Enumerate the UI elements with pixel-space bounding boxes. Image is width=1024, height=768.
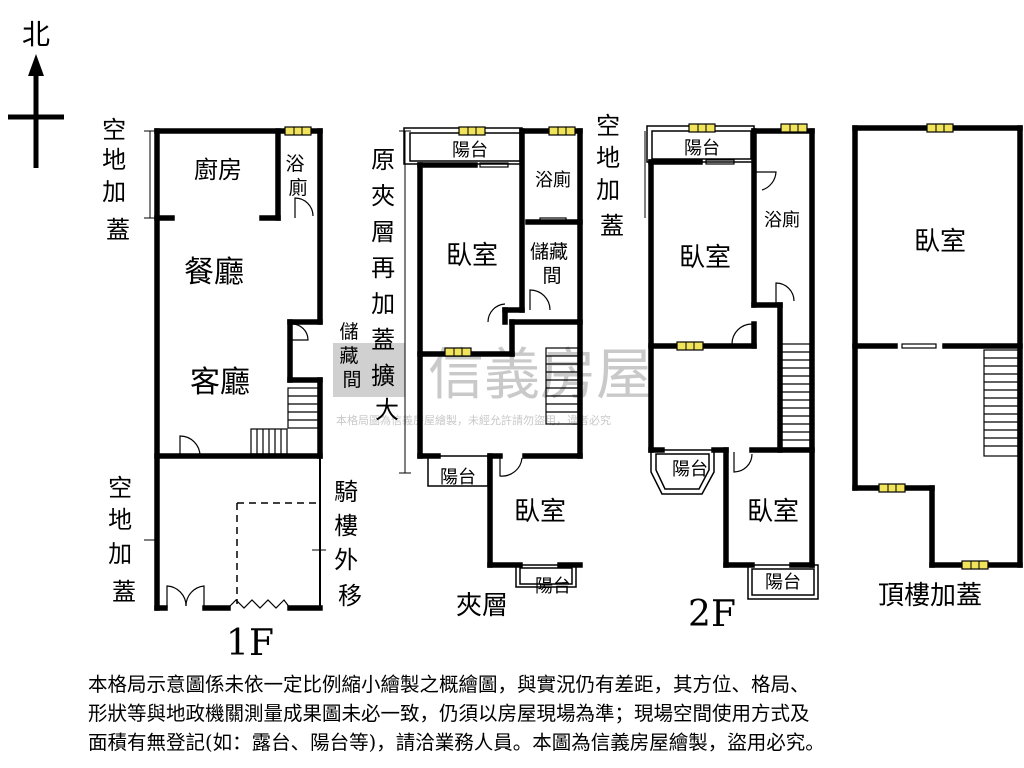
compass: 北 [8,18,64,168]
doors-2f [705,159,795,473]
storage-left: 儲 藏 間 [339,321,364,391]
room-bath: 浴 廁 [285,153,310,199]
disclaimer-line: 形狀等與地政機關測量成果圖未必一致，仍須以房屋現場為準；現場空間使用方式及 [88,702,810,725]
north-label: 北 [22,18,50,51]
window-icon [548,126,576,136]
floor-title-mezzanine: 夾層 [456,591,508,621]
disclaimer-line: 本格局示意圖係未依一定比例縮小繪製之概繪圖，與實況仍有差距，其方位、格局、 [88,673,810,696]
balcony-top: 陽台 [452,140,488,161]
room-bath: 浴廁 [535,169,571,191]
window-icon [284,126,312,136]
balcony-bottom: 陽台 [535,576,571,597]
stairs-mezzanine [545,347,579,425]
room-bath: 浴廁 [764,209,800,231]
balcony-top: 陽台 [684,138,720,159]
walls-1f [154,128,323,611]
arcade-dashed-area [236,502,320,604]
stairs-2f [779,343,811,449]
room-storage: 儲藏 間 [530,241,574,287]
expansion-label: 原 夾 層 再 加 蓋 擴 大 [371,146,403,424]
window-icon [878,483,906,493]
room-bedroom: 臥室 [914,227,966,257]
window-icon [961,560,989,570]
watermark-logo [333,343,405,397]
stairs-1f [250,387,319,455]
walls-rooftop [852,125,1023,568]
disclaimer-line: 面積有無登記(如：露台、陽台等)，請洽業務人員。本圖為信義房屋繪製，盜用必究。 [88,731,825,754]
window-icon [444,347,472,357]
window-icon [780,123,808,133]
room-dining: 餐廳 [184,255,244,290]
window-icon [458,126,486,136]
walls-mezzanine [417,128,583,568]
plan-rooftop: 臥室 頂樓加蓋 [852,123,1023,611]
plan-2f: 空 地 加 蓋 陽台 浴廁 臥室 陽台 臥室 陽台 2F [596,112,819,635]
balcony-bottom: 陽台 [765,572,801,593]
side-label-2f: 空 地 加 蓋 [596,112,628,240]
balcony-outlines-2f [646,125,819,600]
room-bedroom-1: 臥室 [679,243,731,273]
floor-title-1f: 1F [226,623,274,664]
doors-mezzanine [479,162,567,477]
plan-1f: 空 地 加 蓋 空 地 加 蓋 騎 樓 外 移 廚房 浴 廁 餐廳 客廳 1F [102,116,366,664]
stairs-rooftop [983,349,1019,457]
dimension-bracket [399,130,411,474]
window-icon [688,123,716,133]
arcade-label: 騎 樓 外 移 [334,478,366,610]
doors-1f [166,197,314,609]
side-label-bottom: 空 地 加 蓋 [108,474,140,606]
balcony-mid: 陽台 [672,459,708,480]
room-bedroom-2: 臥室 [514,497,566,527]
disclaimer: 本格局示意圖係未依一定比例縮小繪製之概繪圖，與實況仍有差距，其方位、格局、 形狀… [88,670,988,757]
room-bedroom-1: 臥室 [446,241,498,271]
room-bedroom-2: 臥室 [747,497,799,527]
room-kitchen: 廚房 [194,156,242,184]
floor-title-2f: 2F [688,594,736,635]
plan-mezzanine: 原 夾 層 再 加 蓋 擴 大 儲 藏 間 陽台 浴廁 臥室 儲藏 間 陽台 臥… [339,126,583,621]
room-living: 客廳 [190,365,250,400]
window-icon [676,341,704,351]
floor-title-rooftop: 頂樓加蓋 [878,581,982,611]
side-label-top: 空 地 加 蓋 [102,116,134,244]
balcony-mid: 陽台 [440,467,476,488]
dimension-bracket [144,130,326,551]
window-icon [926,123,954,133]
north-arrow-icon [28,54,44,76]
